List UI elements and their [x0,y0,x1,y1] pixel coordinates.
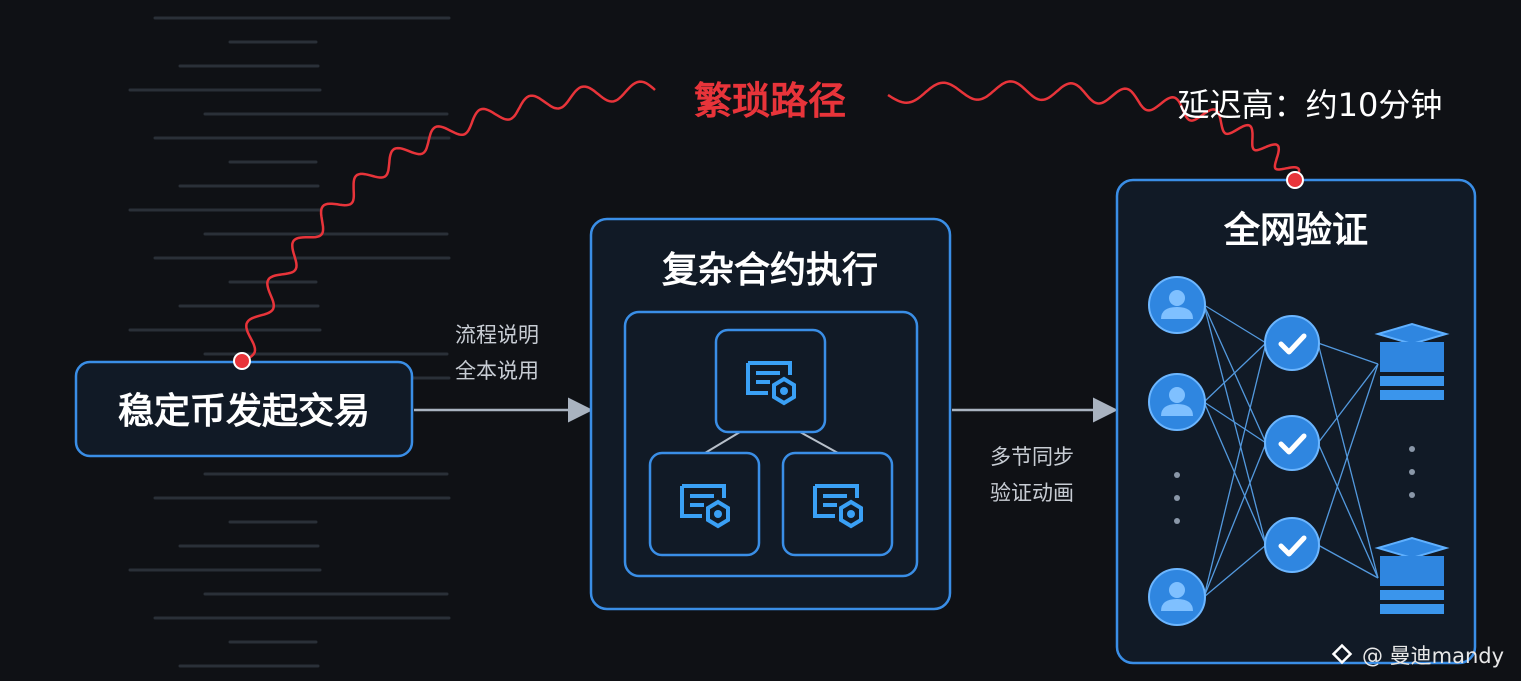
contract-card-icon [648,451,761,557]
network-link [1317,342,1379,365]
network-link [1203,304,1267,444]
arrow1-label-2: 全本说用 [455,359,539,383]
network-link [1317,363,1379,444]
contract-card-icon [714,328,827,434]
network-link [1317,363,1379,546]
contract-card-icon [781,451,894,557]
network-title: 全网验证 [1223,209,1368,251]
code-background [128,16,451,668]
user-icon [1148,373,1206,431]
watermark: @ 曼迪mandy [1331,643,1504,668]
arrow1-label-1: 流程说明 [455,323,539,347]
latency-label: 延迟高：约10分钟 [1178,86,1443,124]
network-link [1317,544,1379,579]
network-link [1203,304,1267,344]
network-link [1317,342,1379,579]
network-link [1203,544,1267,598]
contract-title: 复杂合约执行 [662,250,878,291]
arrow2-label-2: 验证动画 [990,481,1074,505]
network-link [1203,401,1267,546]
contract-node[interactable]: 复杂合约执行 [589,217,952,611]
network-link [1203,401,1267,444]
check-icon [1265,316,1319,370]
source-label: 稳定币发起交易 [118,390,370,432]
arrow2-label-1: 多节同步 [990,445,1074,469]
source-node[interactable]: 稳定币发起交易 [74,360,414,458]
user-icon [1148,276,1206,334]
network-link [1203,442,1267,598]
path-end-dot [1286,171,1304,189]
network-link [1317,442,1379,579]
check-icon [1265,416,1319,470]
tedious-path-line [887,80,1301,181]
path-start-dot [233,352,251,370]
check-icon [1265,518,1319,572]
network-link [1203,342,1267,403]
tedious-path-label: 繁琐路径 [694,79,846,123]
user-icon [1148,568,1206,626]
watermark-text: @ 曼迪mandy [1362,644,1504,668]
network-link [1203,304,1267,546]
tedious-path-line [241,80,656,363]
ellipsis-dots [1174,446,1415,524]
network-node[interactable]: 全网验证 [1115,178,1477,665]
network-link [1203,342,1267,598]
